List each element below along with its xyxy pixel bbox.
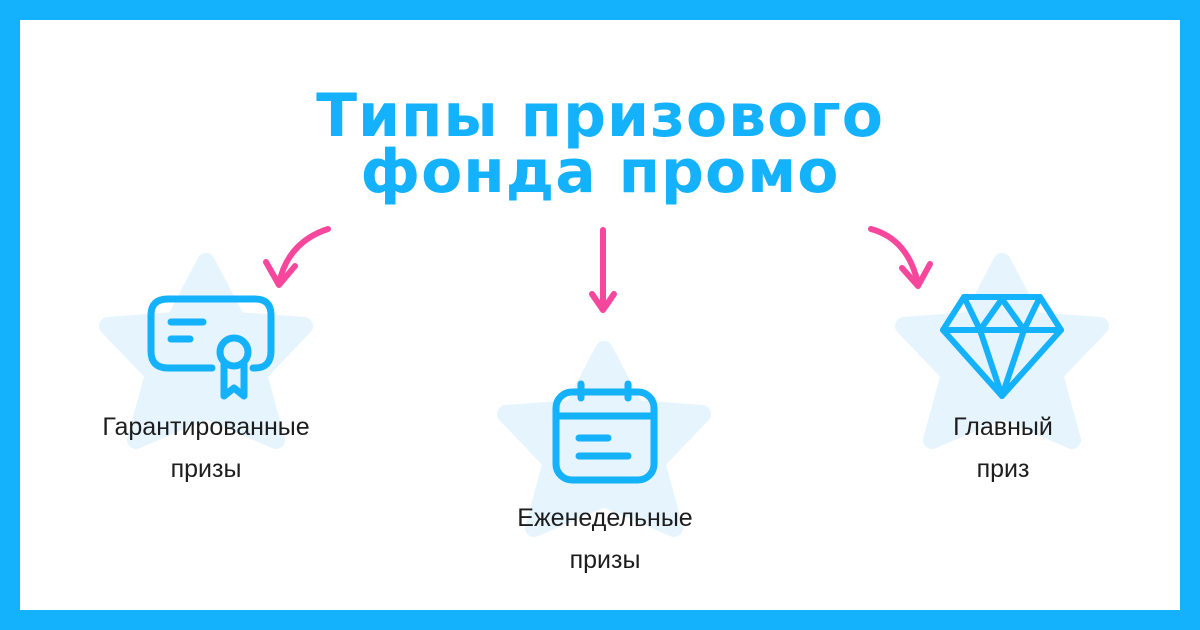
label-main-prize-line-1: Главный xyxy=(953,413,1053,441)
label-guaranteed-prizes: Гарантированные призы xyxy=(56,406,356,490)
arrow-right-icon xyxy=(868,226,933,289)
page-title-line-2: фонда промо xyxy=(360,137,840,207)
arrow-center-icon xyxy=(589,227,617,313)
page-title-line-1: Типы призового xyxy=(316,81,884,151)
label-weekly-prizes-line-2: призы xyxy=(569,546,641,574)
star-shape-left xyxy=(99,253,313,449)
star-shape-right xyxy=(895,253,1109,449)
arrow-left-icon xyxy=(263,226,331,288)
label-guaranteed-prizes-line-2: призы xyxy=(170,455,242,483)
label-main-prize: Главный приз xyxy=(853,406,1153,490)
page-title: Типы призового фонда промо xyxy=(0,81,1200,207)
label-guaranteed-prizes-line-1: Гарантированные xyxy=(102,413,310,441)
label-weekly-prizes: Еженедельные призы xyxy=(455,497,755,581)
calendar-icon xyxy=(552,380,658,484)
diamond-icon xyxy=(940,294,1064,399)
label-weekly-prizes-line-1: Еженедельные xyxy=(517,504,693,532)
certificate-icon xyxy=(147,295,275,400)
label-main-prize-line-2: приз xyxy=(976,455,1030,483)
